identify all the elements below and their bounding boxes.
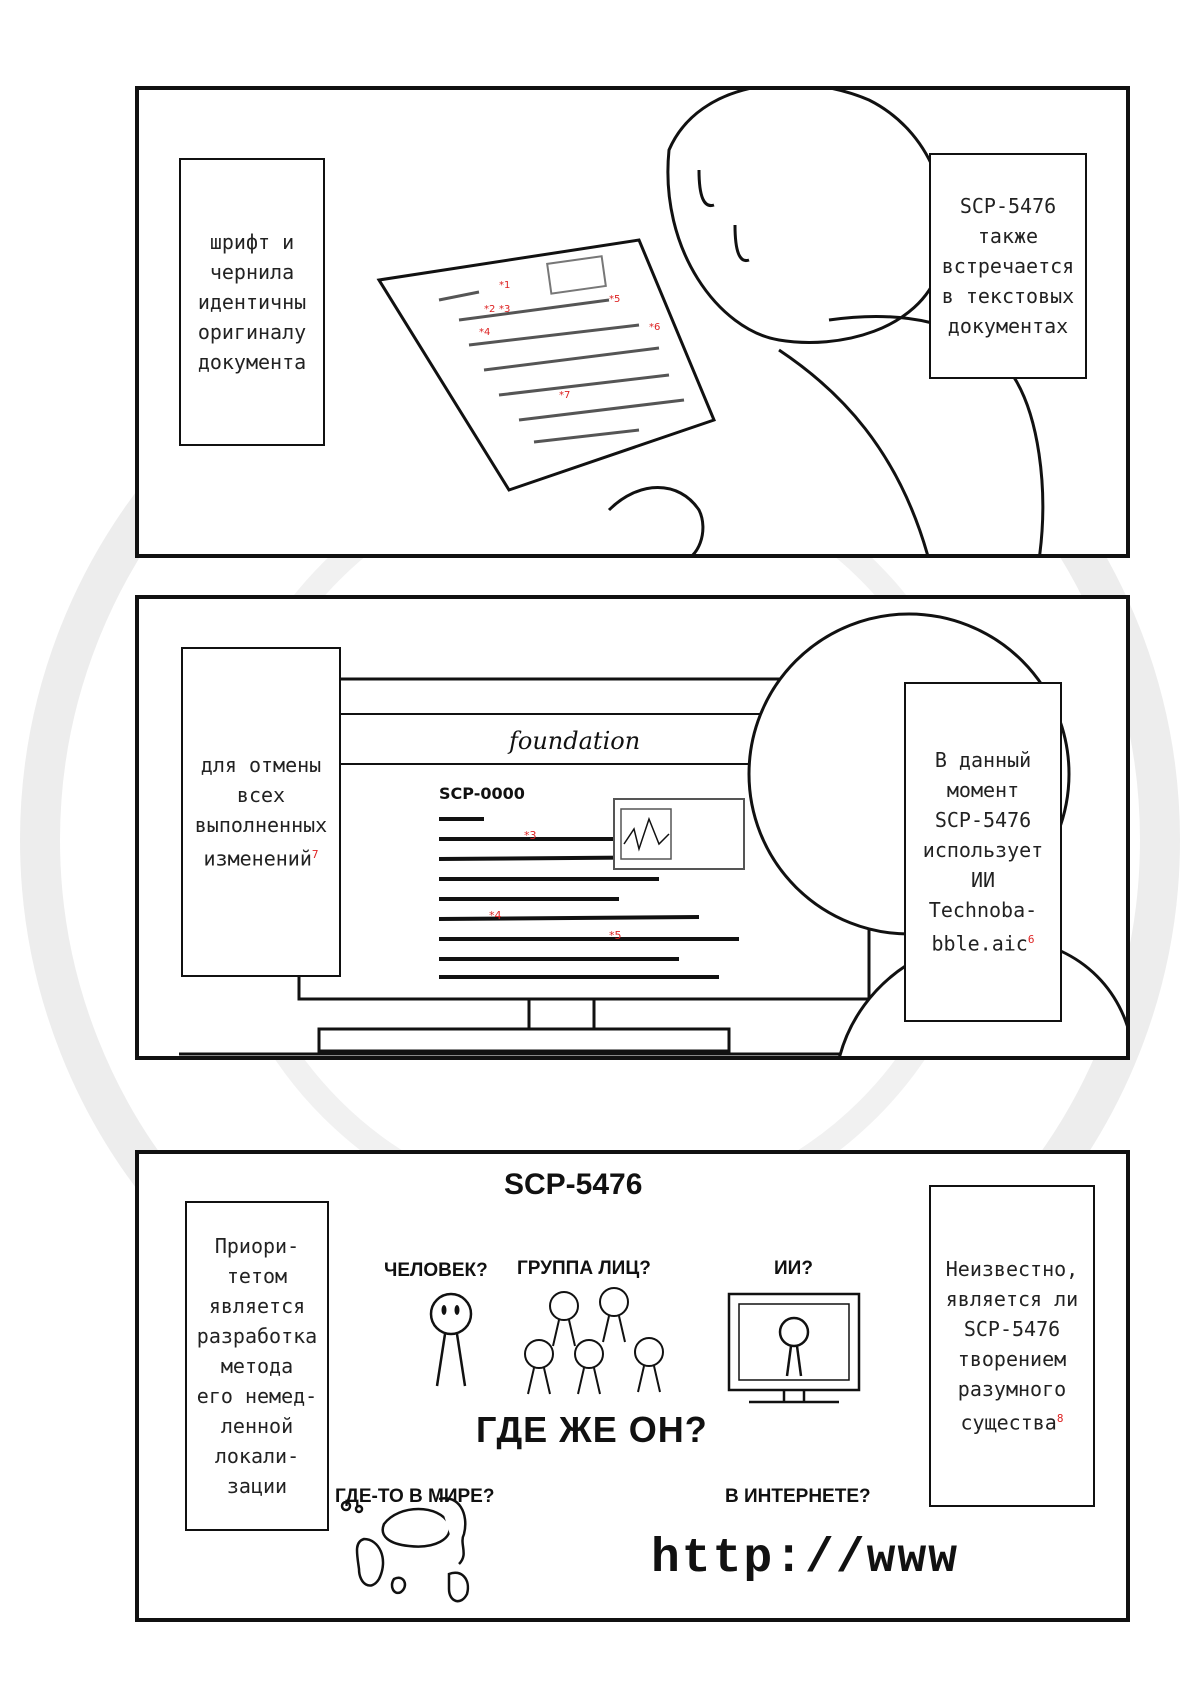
svg-text:*5: *5 xyxy=(609,929,622,942)
url-text: http://www xyxy=(651,1532,960,1586)
panel-1-art: *1 *2 *3 *5 *4 *6 *7 xyxy=(376,90,1045,554)
caption-line: SCP-5476 xyxy=(963,1317,1061,1342)
panel-3-caption-right: Неизвестно, является ли SCP-5476 творени… xyxy=(929,1185,1095,1507)
caption-line: зации xyxy=(226,1474,288,1498)
panel-3-art xyxy=(340,1287,861,1603)
group-figures xyxy=(524,1287,664,1395)
caption-line: SCP-5476 xyxy=(959,194,1057,218)
caption-line-text: bble.aic xyxy=(931,931,1028,956)
panel-1-caption-left: шрифт и чернила идентичны оригиналу доку… xyxy=(179,158,325,446)
label-world: ГДЕ-ТО В МИРЕ? xyxy=(335,1486,495,1507)
screen-heading: SCP-0000 xyxy=(439,784,525,803)
caption-line: также xyxy=(977,224,1039,248)
svg-text:*7: *7 xyxy=(559,390,570,401)
label-internet: В ИНТЕРНЕТЕ? xyxy=(725,1486,871,1507)
panel-3-title: SCP-5476 xyxy=(504,1168,643,1201)
world-map xyxy=(340,1497,470,1603)
svg-text:*3: *3 xyxy=(499,304,510,315)
caption-line: для отмены xyxy=(200,753,322,778)
caption-line: документа xyxy=(197,350,307,374)
panel-1: *1 *2 *3 *5 *4 *6 *7 шрифт и чернила идентичн… xyxy=(135,86,1130,558)
caption-line: существа8 xyxy=(946,1404,1078,1438)
caption-line: bble.aic6 xyxy=(923,925,1043,959)
caption-line: В данный xyxy=(934,748,1032,773)
caption-line: разработка xyxy=(196,1324,318,1348)
caption-line: изменений7 xyxy=(195,840,327,874)
panel-3: SCP-5476 ЧЕЛОВЕК? ГРУППА ЛИЦ? ИИ? ГДЕ ЖЕ… xyxy=(135,1150,1130,1622)
svg-text:*2: *2 xyxy=(484,304,495,315)
caption-line: SCP-5476 xyxy=(934,808,1032,833)
caption-line: метода xyxy=(220,1354,294,1378)
caption-line: момент xyxy=(946,778,1020,803)
caption-line: выполненных xyxy=(194,813,328,838)
question-where: ГДЕ ЖЕ ОН? xyxy=(476,1409,708,1450)
panel-3-caption-left: Приори- тетом является разработка метода… xyxy=(185,1201,329,1531)
svg-text:*1: *1 xyxy=(499,280,510,291)
caption-line: Technoba- xyxy=(928,898,1038,923)
panel-1-caption-right: SCP-5476 также встречается в текстовых д… xyxy=(929,153,1087,379)
person-figure xyxy=(429,1292,473,1387)
caption-line: идентичны xyxy=(197,290,307,314)
svg-text:*5: *5 xyxy=(609,294,620,305)
panel-2: foundation SCP-0000 *3*4*5 для xyxy=(135,595,1130,1060)
svg-text:*6: *6 xyxy=(649,322,660,333)
caption-line: ИИ xyxy=(970,868,996,893)
svg-text:*3: *3 xyxy=(524,829,537,842)
label-human: ЧЕЛОВЕК? xyxy=(384,1260,488,1281)
footnote-mark[interactable]: 6 xyxy=(1027,933,1035,947)
label-group: ГРУППА ЛИЦ? xyxy=(517,1258,651,1279)
panel-2-caption-left: для отмены всех выполненных изменений7 xyxy=(181,647,341,977)
footnote-mark[interactable]: 7 xyxy=(311,848,319,862)
caption-line: Неизвестно, xyxy=(945,1257,1079,1282)
caption-line: является ли xyxy=(945,1287,1079,1312)
svg-text:*4: *4 xyxy=(479,327,490,338)
caption-line: ленной xyxy=(220,1414,294,1438)
ai-monitor xyxy=(727,1292,861,1404)
caption-line-text: существа xyxy=(960,1410,1057,1435)
caption-line: Приори- xyxy=(214,1234,300,1258)
caption-line: тетом xyxy=(226,1264,288,1288)
caption-line: оригиналу xyxy=(197,320,307,344)
caption-line: в текстовых xyxy=(941,284,1075,308)
caption-line: творением xyxy=(957,1347,1067,1372)
caption-line: всех xyxy=(236,783,286,808)
panel-2-caption-right: В данный момент SCP-5476 использует ИИ T… xyxy=(904,682,1062,1022)
label-ai: ИИ? xyxy=(774,1258,813,1279)
caption-line-text: изменений xyxy=(203,846,312,871)
caption-line: разумного xyxy=(957,1377,1067,1402)
caption-line: документах xyxy=(947,314,1069,338)
svg-text:*4: *4 xyxy=(489,909,502,922)
screen-brand: foundation xyxy=(507,727,640,755)
caption-line: чернила xyxy=(209,260,295,284)
caption-line: локали- xyxy=(214,1444,300,1468)
footnote-mark[interactable]: 8 xyxy=(1056,1412,1064,1426)
caption-line: его немед- xyxy=(196,1384,318,1408)
caption-line: является xyxy=(208,1294,306,1318)
caption-line: встречается xyxy=(941,254,1075,278)
caption-line: использует xyxy=(922,838,1044,863)
caption-line: шрифт и xyxy=(209,230,295,254)
